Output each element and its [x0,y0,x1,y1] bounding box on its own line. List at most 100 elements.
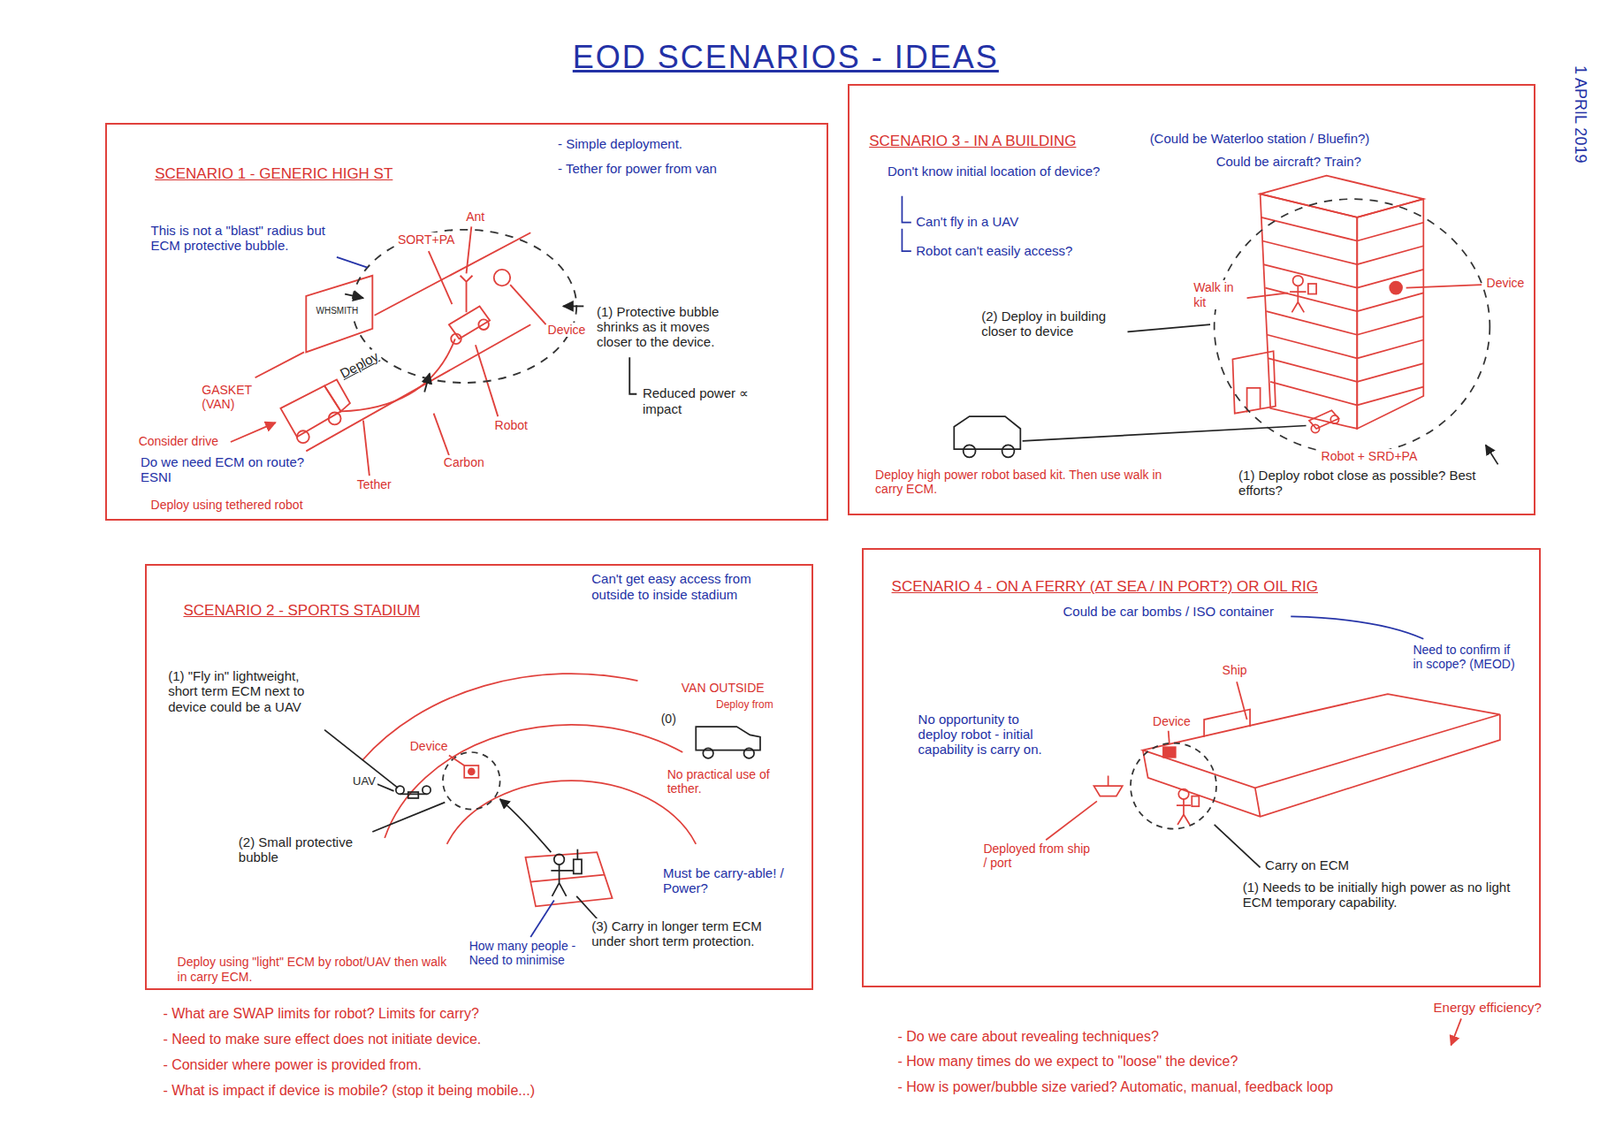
note: (Could be Waterloo station / Bluefin?) [1148,130,1372,146]
stadium-sketch-part [447,780,697,845]
note: Don't know initial location of device? [885,163,1105,179]
summary-note: Deploy using "light" ECM by robot/UAV th… [175,954,452,983]
callout-note: (1) Protective bubble shrinks as it move… [594,304,748,351]
building-sketch-part [953,416,1021,450]
stadium-sketch-part [384,724,683,839]
ferry-sketch-part [1236,681,1248,720]
part-label: Device [1150,714,1193,729]
stadium-sketch-part-part [408,792,420,799]
part-label: Device [1485,275,1527,290]
part-label: SORT+PA [396,232,457,247]
callout-note: (2) Deploy in building closer to device [979,308,1123,340]
high-street-sketch-part [374,232,532,316]
building-sketch-part [1308,283,1317,295]
panel-heading: SCENARIO 3 - IN A BUILDING [868,132,1076,151]
stadium-sketch-part [530,899,555,938]
note: This is not a "blast" radius but ECM pro… [149,222,354,254]
high-street-sketch-part [510,284,546,325]
note: Could be aircraft? Train? [1214,153,1364,169]
part-label: VAN OUTSIDE [679,680,767,695]
building-sketch-part [1214,198,1491,455]
stadium-sketch-part-part [500,799,552,853]
stadium-sketch-part [449,754,465,766]
stadium-sketch-part-part [576,896,597,919]
callout-note: (1) Deploy robot close as possible? Best… [1236,467,1513,499]
question-note: - Need to make sure effect does not init… [160,1031,483,1048]
stadium-sketch-part-part [573,859,582,874]
stadium-sketch-part-part [400,792,427,795]
high-street-sketch-part [563,304,584,307]
building-sketch-part [1389,281,1402,295]
stadium-sketch-part [464,765,479,778]
part-label: Tether [355,477,394,492]
page-title: EOD SCENARIOS - IDEAS [520,38,1052,76]
part-label: Robot + SRD+PA [1319,449,1420,464]
ferry-sketch-part [1203,709,1250,738]
high-street-sketch-part [324,380,351,412]
part-label: UAV [350,775,378,789]
building-sketch-part [1485,444,1499,465]
summary-note: Deploy high power robot based kit. Then … [873,467,1180,496]
part-label: GASKET (VAN) [199,382,261,412]
stadium-sketch-part-part [576,849,579,861]
panel-heading: SCENARIO 4 - ON A FERRY (AT SEA / IN POR… [891,578,1319,596]
part-label: Robot [493,418,530,433]
note: Need to confirm if in scope? (MEOD) [1410,642,1524,671]
panel-heading: SCENARIO 1 - GENERIC HIGH ST [154,165,393,183]
ferry-sketch-part [1290,616,1424,639]
ferry-sketch-part [1130,743,1217,830]
high-street-sketch-part [460,275,473,313]
note: Can't fly in a UAV [914,213,1021,229]
high-street-sketch-part [629,357,637,395]
building-sketch-part [1356,222,1424,406]
high-street-sketch-part [336,257,368,268]
ferry-sketch-part [1178,789,1189,800]
question-note: - How is power/bubble size varied? Autom… [896,1079,1336,1096]
building-sketch-part [1247,388,1261,413]
ferry-sketch [1045,616,1501,1045]
note: Consider drive [137,434,221,449]
question-note: - How many times do we expect to "loose"… [896,1053,1241,1070]
part-label: Ship [1220,662,1250,678]
high-street-sketch [230,226,637,476]
callout-number: (0) [659,711,679,726]
stadium-sketch-part [468,768,475,775]
building-sketch-part [1261,217,1358,405]
note: Do we need ECM on route? ESNI [138,454,313,486]
high-street-sketch-part [305,275,373,353]
ferry-sketch-part [1045,800,1098,840]
high-street-sketch-part [424,373,430,393]
stadium-sketch-part-part [695,726,761,751]
stadium-sketch-part [530,875,604,883]
high-street-sketch-part [255,351,305,378]
high-street-sketch-part [466,226,473,274]
panel-heading: SCENARIO 2 - SPORTS STADIUM [182,601,420,620]
shop-sign: WHSMITH [314,305,361,317]
high-street-sketch-part [305,324,531,451]
high-street-sketch-part [363,420,370,476]
high-street-sketch-part [297,430,310,443]
high-street-sketch-part [280,385,341,437]
ferry-sketch-part [1450,1018,1462,1045]
part-label: Walk in kit [1191,280,1243,309]
building-sketch-part [1289,285,1306,313]
high-street-sketch-part [328,411,342,425]
note: Could be car bombs / ISO container [1061,603,1276,619]
building-sketch-part [1127,324,1212,332]
building-sketch-part [1406,284,1482,288]
ferry-sketch-part [1142,714,1501,816]
question-note: - What is impact if device is mobile? (s… [160,1082,537,1099]
note: - Tether for power from van [556,160,730,176]
ferry-sketch-part [1176,799,1191,825]
high-street-sketch-part [341,338,456,412]
note: Must be carry-able! / Power? [661,865,805,897]
direction-label: Deploy [335,347,383,382]
part-label: Device [546,322,588,337]
callout-note: (1) Needs to be initially high power as … [1241,879,1532,911]
question-note: - Consider where power is provided from. [160,1057,424,1074]
building-sketch-part [1002,444,1015,458]
stadium-sketch-part-part [702,747,714,759]
building-sketch-part [901,196,911,252]
building-sketch-part [1247,292,1288,298]
